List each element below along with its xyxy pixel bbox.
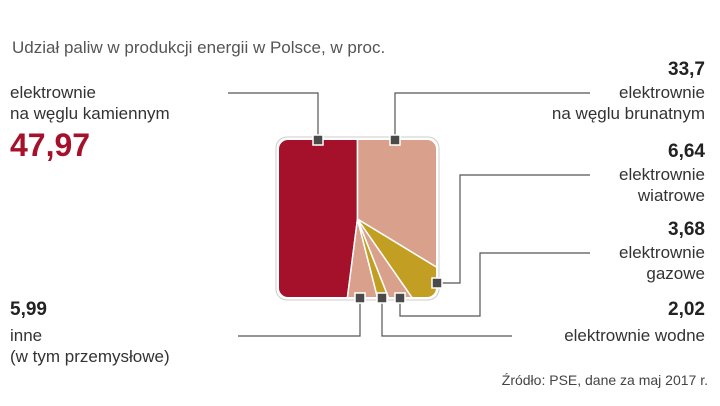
marker-kamienny (312, 134, 324, 146)
markers (312, 134, 443, 304)
label-gazowe-1: elektrownie (619, 243, 705, 262)
leader-lines (228, 92, 590, 337)
leader-line-wiatrowe (437, 174, 590, 284)
label-brunatny-1: elektrownie (619, 83, 705, 102)
label-inne-1: inne (10, 326, 43, 345)
label-wiatrowe-2: wiatrowe (637, 186, 705, 205)
label-kamienny-2: na węglu kamiennym (10, 104, 170, 123)
value-wiatrowe: 6,64 (668, 141, 705, 162)
value-gazowe: 3,68 (668, 219, 705, 240)
leader-line-wodne (381, 298, 512, 337)
label-inne-2: (w tym przemysłowe) (10, 347, 170, 366)
pie-slice-0 (279, 140, 359, 297)
marker-gazowe (394, 292, 406, 304)
value-kamienny: 47,97 (10, 127, 91, 163)
chart-title: Udział paliw w produkcji energii w Polsc… (12, 38, 386, 57)
leader-line-inne (238, 298, 361, 337)
pie-slice-4 (356, 218, 436, 297)
pie-slice-5 (356, 140, 436, 297)
value-wodne: 2,02 (668, 299, 705, 320)
label-wodne: elektrownie wodne (564, 326, 705, 345)
label-kamienny-1: elektrownie (10, 83, 96, 102)
label-gazowe-2: gazowe (646, 264, 705, 283)
value-inne: 5,99 (10, 299, 47, 320)
marker-wiatrowe (431, 277, 443, 289)
label-brunatny-2: na węglu brunatnym (551, 104, 705, 123)
leader-line-brunatny (394, 92, 590, 140)
pie-slice-3 (356, 218, 436, 297)
label-wiatrowe-1: elektrownie (619, 165, 705, 184)
leader-line-kamienny (228, 92, 319, 140)
leader-line-gazowe (399, 252, 590, 317)
marker-inne (354, 292, 366, 304)
source-note: Źródło: PSE, dane za maj 2017 r. (501, 372, 708, 388)
marker-wodne (376, 292, 388, 304)
marker-brunatny (389, 134, 401, 146)
value-brunatny: 33,7 (668, 59, 705, 80)
